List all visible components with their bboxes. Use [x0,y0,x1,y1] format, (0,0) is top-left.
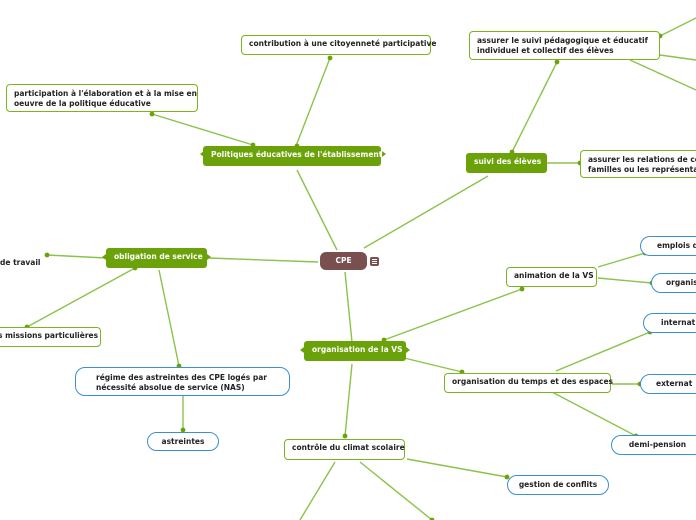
link-politiques-participation [151,113,254,146]
link-central-obligation [208,257,319,263]
node-organisation-vs[interactable]: organisation de la VS [304,341,406,361]
link-assurer-right2 [659,54,696,61]
menu-icon[interactable] [370,257,379,266]
relations-line2: familles ou les représentant [588,165,696,174]
node-travail[interactable]: de travail [0,256,46,271]
link-controle-down1 [299,461,336,520]
node-controle[interactable]: contrôle du climat scolaire [284,439,405,460]
arrow-org-right [406,347,410,353]
assurer-suivi-line2: individuel et collectif des élèves [477,46,614,55]
participation-line2: oeuvre de la politique éducative [14,99,151,108]
link-temps-demi [551,391,637,437]
relations-line1: assurer les relations de con [588,155,696,164]
link-politiques-citoyennete [295,57,331,147]
link-obligation-travail [46,254,107,259]
node-conflits[interactable]: gestion de conflits [507,475,609,495]
node-obligation[interactable]: obligation de service [106,248,207,268]
node-politiques[interactable]: Politiques éducatives de l'établissement [203,146,382,166]
regime-line1: régime des astreintes des CPE logés par [96,373,267,382]
arrow-obligation-left [102,254,106,260]
node-emplois[interactable]: emplois du [640,236,696,256]
link-assurer-right3 [629,59,696,91]
link-central-politiques [296,169,338,251]
participation-line1: participation à l'élaboration et à la mi… [14,89,197,98]
node-suivi[interactable]: suivi des élèves [466,153,547,173]
link-temps-internat [555,331,651,372]
arrow-obligation-right [207,254,211,260]
arrow-politiques-right [382,151,386,157]
node-astreintes[interactable]: astreintes [147,432,219,451]
arrow-org-left [300,347,304,353]
link-org-temps [399,356,463,373]
node-participation[interactable]: participation à l'élaboration et à la mi… [6,84,198,112]
node-relations[interactable]: assurer les relations de con familles ou… [580,150,696,178]
link-obligation-regime [158,269,180,367]
link-controle-conflits [406,458,508,478]
link-central-organisation [344,271,353,343]
link-org-animation [383,288,523,341]
node-assurer-suivi[interactable]: assurer le suivi pédagogique et éducatif… [469,31,660,60]
link-obligation-missions [26,267,136,328]
assurer-suivi-line1: assurer le suivi pédagogique et éducatif [477,36,648,45]
link-suivi-assurer [511,61,558,153]
node-missions[interactable]: s missions particulières [0,327,101,347]
link-assurer-right1 [659,17,696,37]
node-organis[interactable]: organis [651,273,696,293]
node-regime[interactable]: régime des astreintes des CPE logés par … [75,367,290,396]
regime-line2: nécessité absolue de service (NAS) [96,383,245,392]
link-animation-organis [597,277,653,284]
node-citoyennete[interactable]: contribution à une citoyenneté participa… [241,35,436,55]
link-controle-down2 [359,461,433,520]
link-animation-emplois [597,252,646,268]
link-org-controle [344,363,353,437]
node-temps-espaces[interactable]: organisation du temps et des espaces [444,373,613,393]
node-animation[interactable]: animation de la VS [506,267,597,287]
link-central-suivi [363,175,489,249]
central-node[interactable]: CPE [320,252,367,270]
node-externat[interactable]: externat [640,374,696,394]
node-internat[interactable]: internat [643,313,696,333]
node-demi-pension[interactable]: demi-pension [611,435,696,455]
